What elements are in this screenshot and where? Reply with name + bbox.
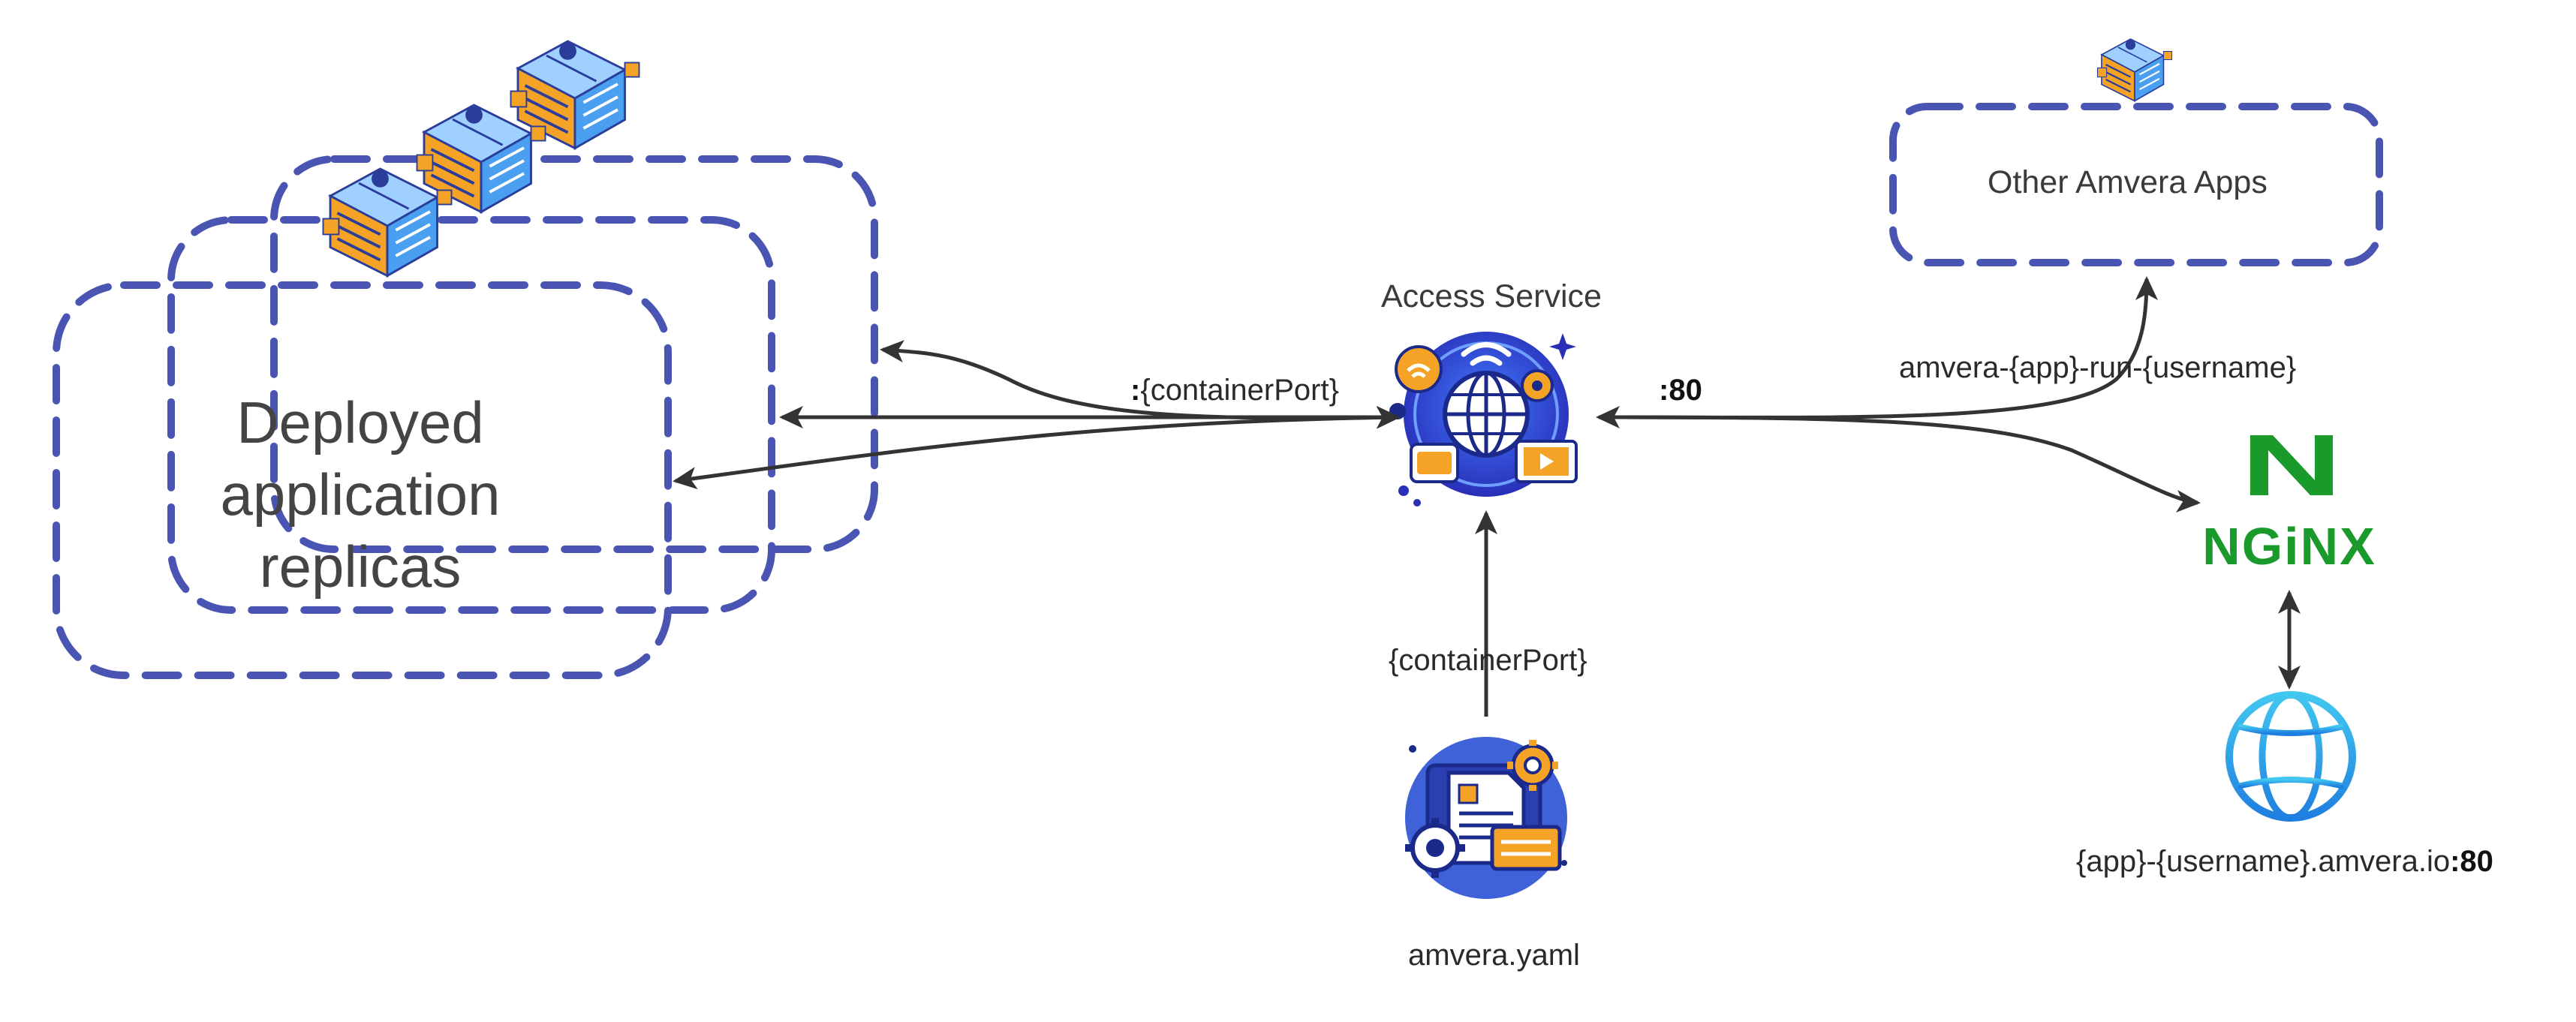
replica-box-front <box>53 281 672 679</box>
arrow-to-replica-front <box>673 406 1401 490</box>
internal-dns-label: amvera-{app}-run-{username} <box>1899 351 2297 384</box>
other-apps-label: Other Amvera Apps <box>1988 164 2268 200</box>
public-url-port: :80 <box>2450 845 2493 878</box>
other-apps-box <box>1889 103 2383 266</box>
replicas-label: Deployed application replicas <box>173 386 548 603</box>
server-rack-icon <box>2096 38 2173 102</box>
config-file-label: amvera.yaml <box>1408 939 1580 972</box>
replicas-label-line-2: application <box>220 461 501 528</box>
arrow-service-nginx <box>1596 406 2201 513</box>
public-url-label: {app}-{username}.amvera.io:80 <box>2076 846 2493 876</box>
access-service-label: Access Service <box>1381 278 1602 314</box>
replicas-label-line-1: Deployed <box>236 389 484 455</box>
replicas-label-line-3: replicas <box>259 534 462 600</box>
public-url-text: {app}-{username}.amvera.io <box>2076 845 2451 878</box>
connector-arrows <box>673 276 2301 717</box>
config-port-label: {containerPort} <box>1389 644 1587 677</box>
nginx-logo-icon: NGiNX <box>2202 435 2376 576</box>
container-port-prefix: : <box>1130 374 1141 407</box>
port80-label: :80 <box>1659 374 1702 407</box>
replica-box-back <box>270 155 878 553</box>
container-port-text: {containerPort} <box>1140 374 1339 407</box>
access-service-icon <box>1389 332 1578 506</box>
nginx-logo-text: NGiNX <box>2202 517 2376 576</box>
container-port-label: :{containerPort} <box>1130 375 1339 405</box>
arrow-service-other-apps <box>1598 276 2158 419</box>
config-file-icon <box>1405 737 1567 899</box>
globe-icon <box>2225 691 2356 822</box>
